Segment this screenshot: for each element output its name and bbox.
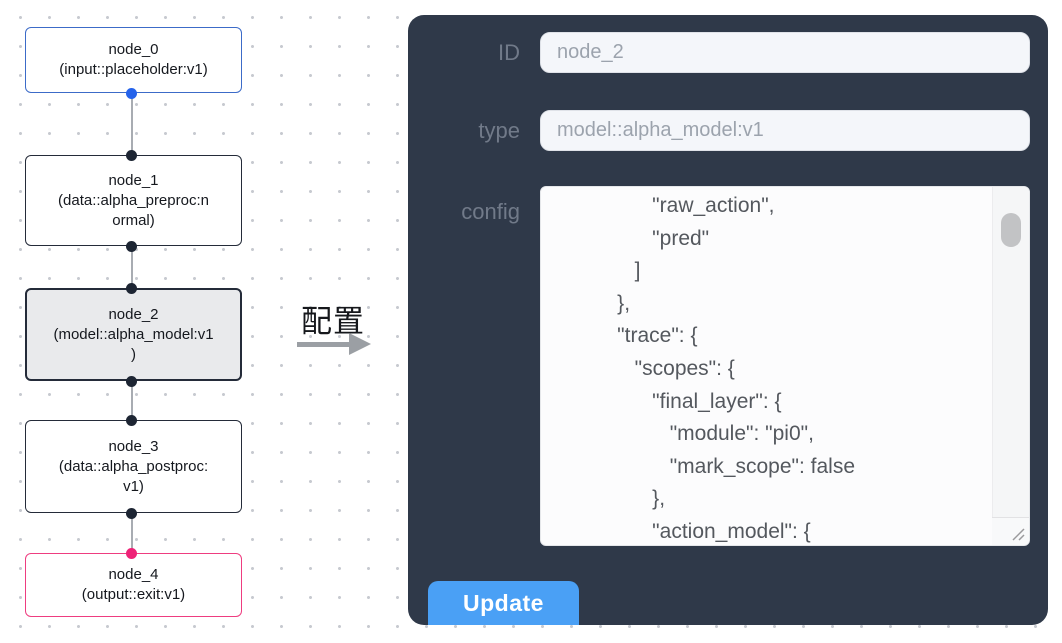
scrollbar-track[interactable] <box>992 187 1029 545</box>
node-subtitle: (input::placeholder:v1) <box>59 61 208 78</box>
scrollbar-thumb[interactable] <box>1001 213 1021 247</box>
node-title: node_3 <box>108 437 159 455</box>
type-input[interactable] <box>540 110 1030 151</box>
handle-node3-output[interactable] <box>126 507 137 519</box>
node-subtitle: (output::exit:v1) <box>81 586 186 603</box>
flow-canvas: node_0 (input::placeholder:v1) node_1 (d… <box>0 0 400 643</box>
edge-node2-node3 <box>131 381 133 420</box>
transition: 配置 <box>279 296 399 376</box>
node-node_0[interactable]: node_0 (input::placeholder:v1) <box>25 27 242 93</box>
handle-node2-output[interactable] <box>126 375 137 387</box>
config-field-label: config <box>461 199 520 224</box>
node-node_3[interactable]: node_3 (data::alpha_postproc: v1) <box>25 420 242 513</box>
id-input[interactable] <box>540 32 1030 73</box>
config-textarea[interactable]: "raw_action", "pred" ] }, "trace": { "sc… <box>540 186 1030 546</box>
handle-node3-input[interactable] <box>126 414 137 426</box>
config-panel: ID type config "raw_action", "pred" ] },… <box>408 15 1048 625</box>
node-title: node_4 <box>108 566 159 583</box>
edge-node0-node1 <box>131 93 133 155</box>
handle-node1-output[interactable] <box>126 240 137 252</box>
handle-node4-input[interactable] <box>126 547 137 559</box>
node-node_4[interactable]: node_4 (output::exit:v1) <box>25 553 242 617</box>
node-node_2-selected[interactable]: node_2 (model::alpha_model:v1 ) <box>25 288 242 381</box>
node-title: node_2 <box>108 305 159 323</box>
handle-node2-input[interactable] <box>126 282 137 294</box>
handle-node1-input[interactable] <box>126 149 137 161</box>
config-json-text: "raw_action", "pred" ] }, "trace": { "sc… <box>617 194 856 543</box>
update-button[interactable]: Update <box>428 581 579 625</box>
type-field-label: type <box>478 118 520 143</box>
node-node_1[interactable]: node_1 (data::alpha_preproc:n ormal) <box>25 155 242 246</box>
id-field-label: ID <box>498 40 520 65</box>
node-title: node_0 <box>108 41 159 58</box>
edge-node1-node2 <box>131 246 133 288</box>
handle-node0-output[interactable] <box>126 87 137 99</box>
node-title: node_1 <box>108 171 159 189</box>
node-subtitle: (data::alpha_preproc:n ormal) <box>58 191 209 229</box>
edge-node3-node4 <box>131 513 133 553</box>
resize-grip-icon[interactable] <box>1010 527 1026 541</box>
right-arrow-head-icon <box>349 333 371 355</box>
node-subtitle: (model::alpha_model:v1 ) <box>53 325 214 363</box>
node-subtitle: (data::alpha_postproc: v1) <box>58 457 209 495</box>
right-arrow-icon <box>297 342 351 347</box>
